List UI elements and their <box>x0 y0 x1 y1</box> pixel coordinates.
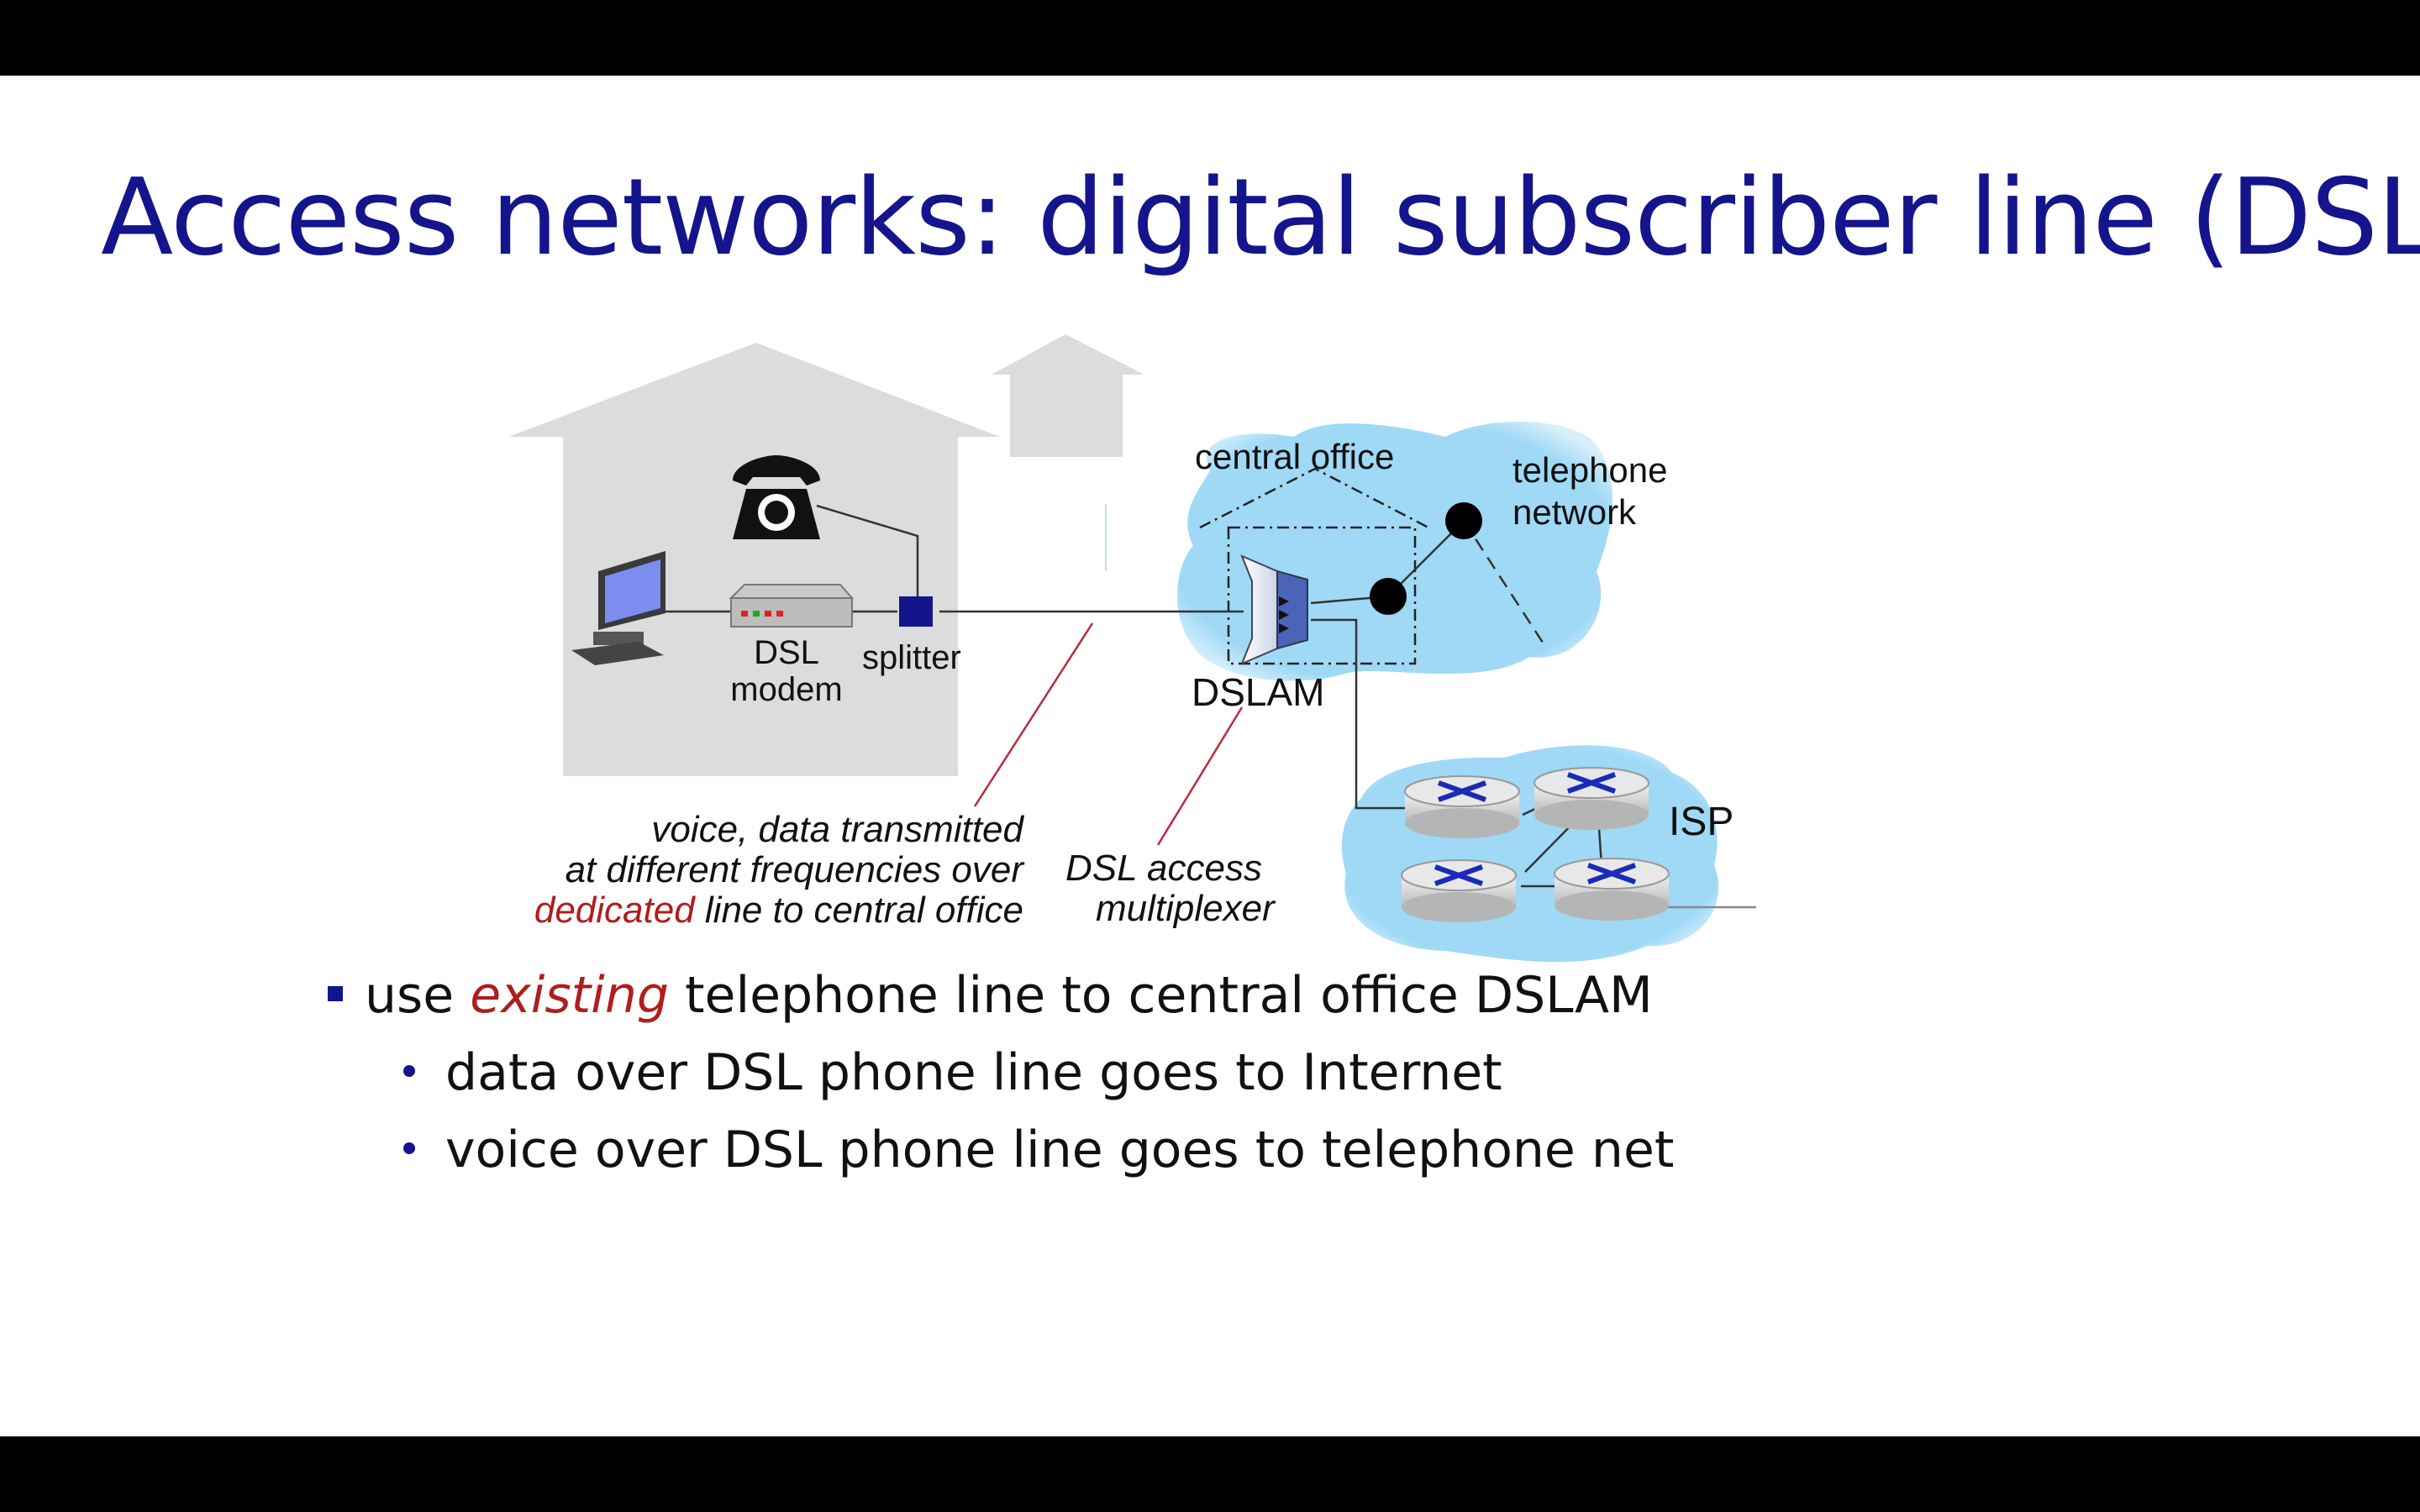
computer-icon <box>571 551 666 665</box>
dslam-label: DSLAM <box>1192 670 1324 714</box>
dsl-modem-icon <box>729 584 855 627</box>
annotation-line <box>1156 706 1244 846</box>
square-bullet-icon <box>328 986 343 1001</box>
splitter-label: splitter <box>862 639 961 676</box>
dot-bullet-icon <box>403 1142 415 1154</box>
bullet-text: telephone line to central office DSLAM <box>668 966 1653 1025</box>
telephone-network-label: network <box>1512 492 1637 532</box>
router-icon <box>1404 775 1520 838</box>
router-icon <box>1534 767 1649 830</box>
dedicated-highlight: dedicated <box>534 890 696 931</box>
slide-title: Access networks: digital subscriber line… <box>101 155 2420 279</box>
voice-data-annotation: dedicated line to central office <box>534 890 1023 931</box>
telephone-network-label: telephone <box>1512 450 1668 490</box>
switch-node-icon <box>1445 502 1482 539</box>
central-office-outline <box>1199 467 1429 665</box>
connection-lines <box>662 504 1756 909</box>
bullet-main: use existing telephone line to central o… <box>319 966 1674 1025</box>
voice-data-annotation: at different frequencies over <box>566 849 1026 890</box>
bullet-list: use existing telephone line to central o… <box>319 966 1674 1179</box>
slide: Access networks: digital subscriber line… <box>0 76 2420 1436</box>
voice-data-annotation: voice, data transmitted <box>651 809 1024 850</box>
dsl-modem-label: modem <box>730 671 842 708</box>
router-icon <box>1401 859 1517 922</box>
bullet-sub: data over DSL phone line goes to Interne… <box>319 1043 1674 1102</box>
router-icon <box>1554 858 1670 921</box>
dedicated-line-text: line to central office <box>695 890 1023 931</box>
house-icon <box>992 334 1144 457</box>
bullet-text: use <box>365 966 471 1025</box>
dslam-description: DSL access <box>1065 848 1262 889</box>
bullet-text: data over DSL phone line goes to Interne… <box>445 1043 1502 1102</box>
central-office-label: central office <box>1195 437 1394 476</box>
dot-bullet-icon <box>403 1065 415 1077</box>
isp-label: ISP <box>1669 800 1733 844</box>
bullet-highlight: existing <box>470 966 669 1025</box>
bullet-text: voice over DSL phone line goes to teleph… <box>445 1121 1675 1179</box>
annotation-line <box>973 622 1094 807</box>
switch-node-icon <box>1370 578 1407 615</box>
telephone-network-dashed <box>1462 520 1546 646</box>
bullet-sub: voice over DSL phone line goes to teleph… <box>319 1121 1674 1179</box>
house-icon <box>508 343 1000 776</box>
cloud-icon <box>1341 745 1719 963</box>
dsl-diagram: central office telephone network DSL mod… <box>508 334 1756 963</box>
telephone-icon <box>733 455 820 539</box>
dslam-icon <box>1240 554 1308 665</box>
dslam-description: multiplexer <box>1096 888 1276 929</box>
splitter-icon <box>899 596 933 627</box>
dsl-modem-label: DSL <box>754 634 819 671</box>
